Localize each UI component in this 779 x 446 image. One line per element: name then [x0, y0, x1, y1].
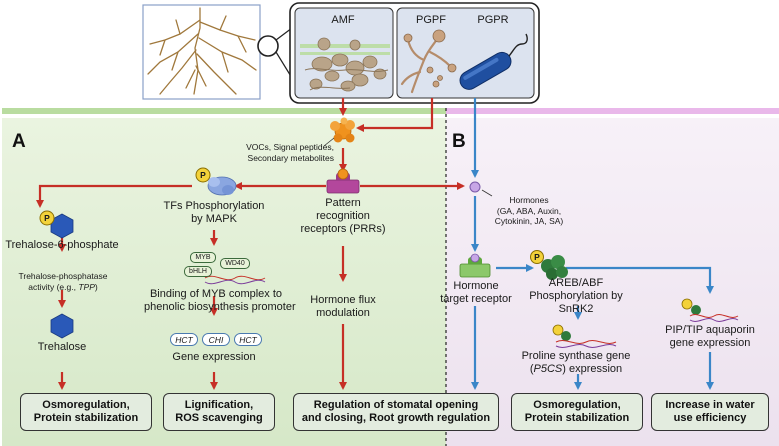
panel-a-top-band: [2, 108, 446, 114]
pgpr-label: PGPR: [477, 14, 509, 26]
panel-a-letter: A: [12, 131, 26, 152]
hormone-flux-label: Hormone flux modulation: [310, 294, 376, 319]
phospho-label-areb: P: [534, 252, 540, 262]
bhlh-label: bHLH: [184, 266, 212, 277]
hormone-leader-line: [481, 189, 493, 197]
dna-strand-myb: [204, 275, 266, 285]
gene-chip-chi: CHI: [202, 333, 230, 346]
receptor-label: Hormone target receptor: [440, 280, 512, 305]
gene-chip-hct-1: HCT: [170, 333, 198, 346]
signals-label: VOCs, Signal peptides, Secondary metabol…: [246, 142, 334, 163]
phospho-badge-mapk: [195, 167, 211, 183]
arrow-mapk-to-trehalose: [36, 184, 192, 208]
mapk-kinase-icon: [207, 176, 237, 196]
areb-abf-complex-icon: [541, 255, 568, 280]
pgpf-fungus-icon: [400, 29, 457, 94]
gene-chip-hct-2: HCT: [234, 333, 262, 346]
trehalose-6-phosphate-label: Trehalose-6-phosphate: [5, 239, 119, 251]
pgpf-label: PGPF: [416, 14, 446, 26]
prr-receptor-icon: [326, 168, 360, 194]
wd40-label: WD40: [220, 258, 250, 269]
hormone-target-receptor-icon: [459, 253, 491, 278]
tf-phosphorylation-label: TFs Phosphorylation by MAPK: [163, 200, 265, 225]
tpp-activity-label: Trehalose-phosphatase activity (e.g., TP…: [18, 271, 108, 292]
trehalose-6-phosphate-icon: [39, 210, 74, 239]
pgpr-bacterium-icon: [459, 33, 528, 90]
phospho-label-t6p: P: [44, 213, 50, 223]
panel-a-background: [2, 118, 446, 446]
gene-expression-label: Gene expression: [172, 351, 256, 363]
arrow-pgpf-to-signals: [356, 98, 434, 132]
aquaporin-dna-icon: [681, 298, 739, 322]
proline-synthase-label: Proline synthase gene (P5CS) expression: [521, 350, 631, 375]
phospho-badge-areb: [530, 250, 544, 264]
amf-fungus-icon: [300, 37, 390, 92]
myb-label: MYB: [190, 252, 216, 263]
phospho-label-mapk: P: [200, 170, 206, 180]
outcome-box-osmoregulation-a: Osmoregulation,Protein stabilization: [20, 393, 152, 431]
aquaporin-label: PIP/TIP aquaporin gene expression: [665, 324, 755, 349]
hormone-molecule-icon: [469, 181, 481, 193]
proline-dna-icon: [552, 324, 617, 348]
root-system-icon: [142, 4, 293, 100]
amf-label: AMF: [331, 14, 355, 26]
panel-b-background: [446, 118, 779, 446]
arrow-areb-to-aquaporin: [566, 266, 714, 294]
areb-label: AREB/ABF Phosphorylation by SnRK2: [529, 277, 623, 315]
prr-label: Pattern recognition receptors (PRRs): [300, 197, 386, 235]
trehalose-icon: [50, 313, 74, 339]
myb-binding-label: Binding of MYB complex to phenolic biosy…: [144, 288, 296, 313]
outcome-box-osmoregulation-b: Osmoregulation,Protein stabilization: [511, 393, 643, 431]
hormones-label: Hormones (GA, ABA, Auxin, Cytokinin, JA,…: [494, 195, 564, 226]
trehalose-label: Trehalose: [37, 341, 87, 353]
panel-b-top-band: [446, 108, 779, 114]
pgp-panel: [396, 7, 535, 99]
signals-leader-line: [323, 137, 335, 147]
signal-molecules-icon: [330, 117, 355, 143]
panel-b-letter: B: [452, 131, 466, 152]
outcome-box-lignification: Lignification,ROS scavenging: [163, 393, 275, 431]
